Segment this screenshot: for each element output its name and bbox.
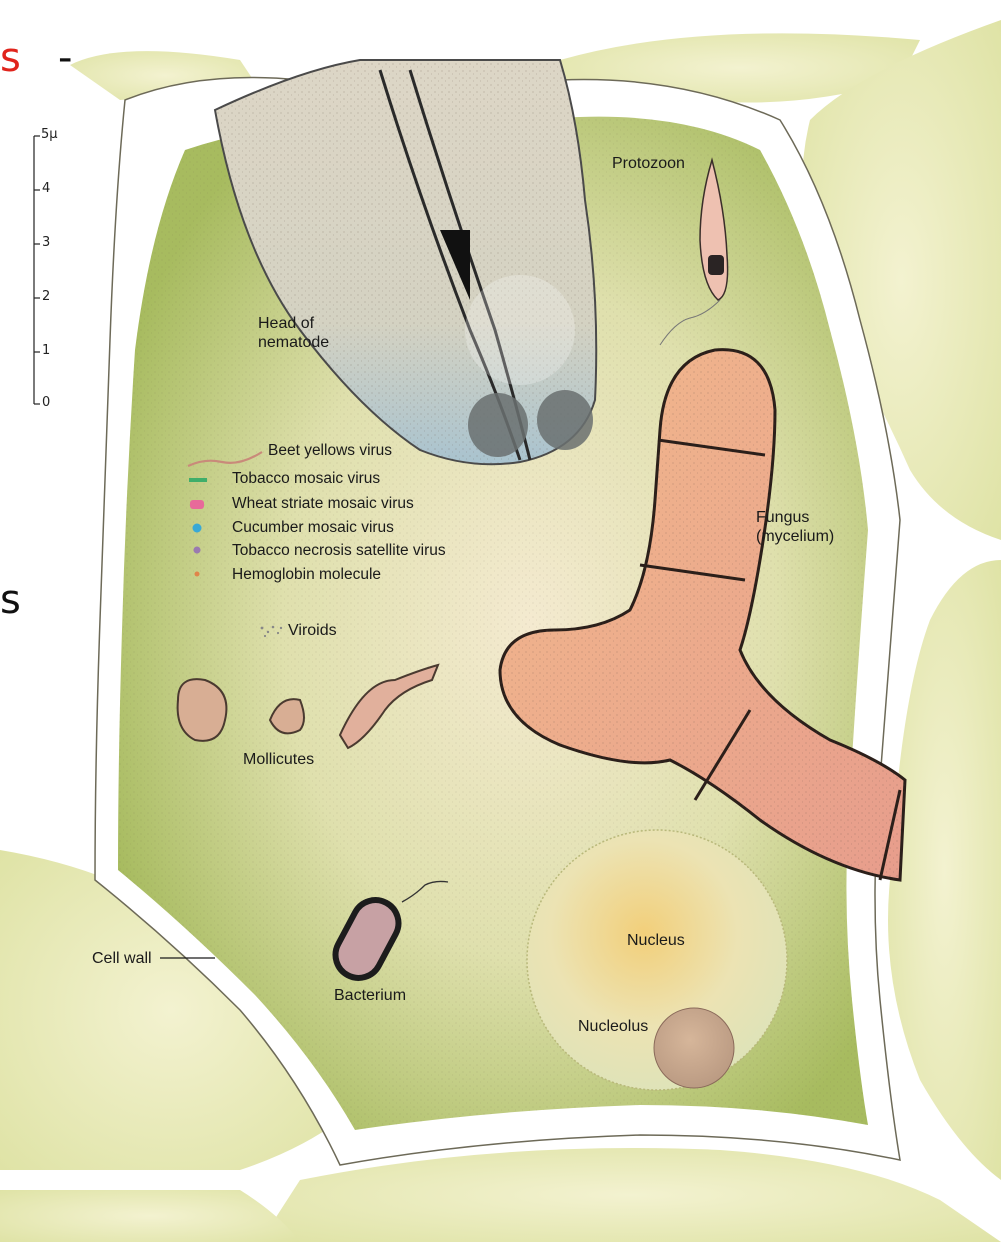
bacterium-label: Bacterium xyxy=(334,986,406,1005)
slide-fragment-top-left: s xyxy=(0,36,21,80)
nematode-label: Head of nematode xyxy=(258,314,329,352)
neighbor-cell-bottom-left xyxy=(0,1190,300,1242)
nucleolus-label: Nucleolus xyxy=(578,1017,648,1036)
nucleus xyxy=(527,830,787,1090)
scale-tick-1: 1 xyxy=(42,344,50,358)
legend-label-beet-yellows: Beet yellows virus xyxy=(268,442,392,460)
scale-unit-label: 5μ xyxy=(41,128,58,142)
legend-label-tobacco-necrosis: Tobacco necrosis satellite virus xyxy=(232,542,446,560)
slide-fragment-mid-left: s xyxy=(0,578,21,622)
legend-label-cucumber-mosaic: Cucumber mosaic virus xyxy=(232,519,394,537)
legend-label-wheat-striate: Wheat striate mosaic virus xyxy=(232,495,414,513)
scale-tick-4: 4 xyxy=(42,182,50,196)
slide-fragment-dash: - xyxy=(58,36,72,80)
nucleus-label: Nucleus xyxy=(627,931,685,950)
bullet-icon xyxy=(190,500,204,509)
neighbor-cell-right-lower xyxy=(888,560,1001,1180)
short-rod-icon xyxy=(189,478,207,482)
scale-tick-3: 3 xyxy=(42,236,50,250)
protozoon-label: Protozoon xyxy=(612,154,685,173)
mollicutes-label: Mollicutes xyxy=(243,750,314,769)
cell-wall-label: Cell wall xyxy=(92,949,152,968)
fungus-label: Fungus (mycelium) xyxy=(756,508,834,546)
scale-tick-2: 2 xyxy=(42,290,50,304)
legend-label-tobacco-mosaic: Tobacco mosaic virus xyxy=(232,470,380,488)
neighbor-cell-bottom xyxy=(260,1148,1001,1242)
small-dot-icon xyxy=(194,547,201,554)
viroids-label: Viroids xyxy=(288,621,337,640)
tiny-dot-icon xyxy=(195,572,200,577)
dot-icon xyxy=(193,524,202,533)
legend-label-hemoglobin: Hemoglobin molecule xyxy=(232,566,381,584)
scale-tick-0: 0 xyxy=(42,396,50,410)
scale-bar xyxy=(34,136,40,404)
